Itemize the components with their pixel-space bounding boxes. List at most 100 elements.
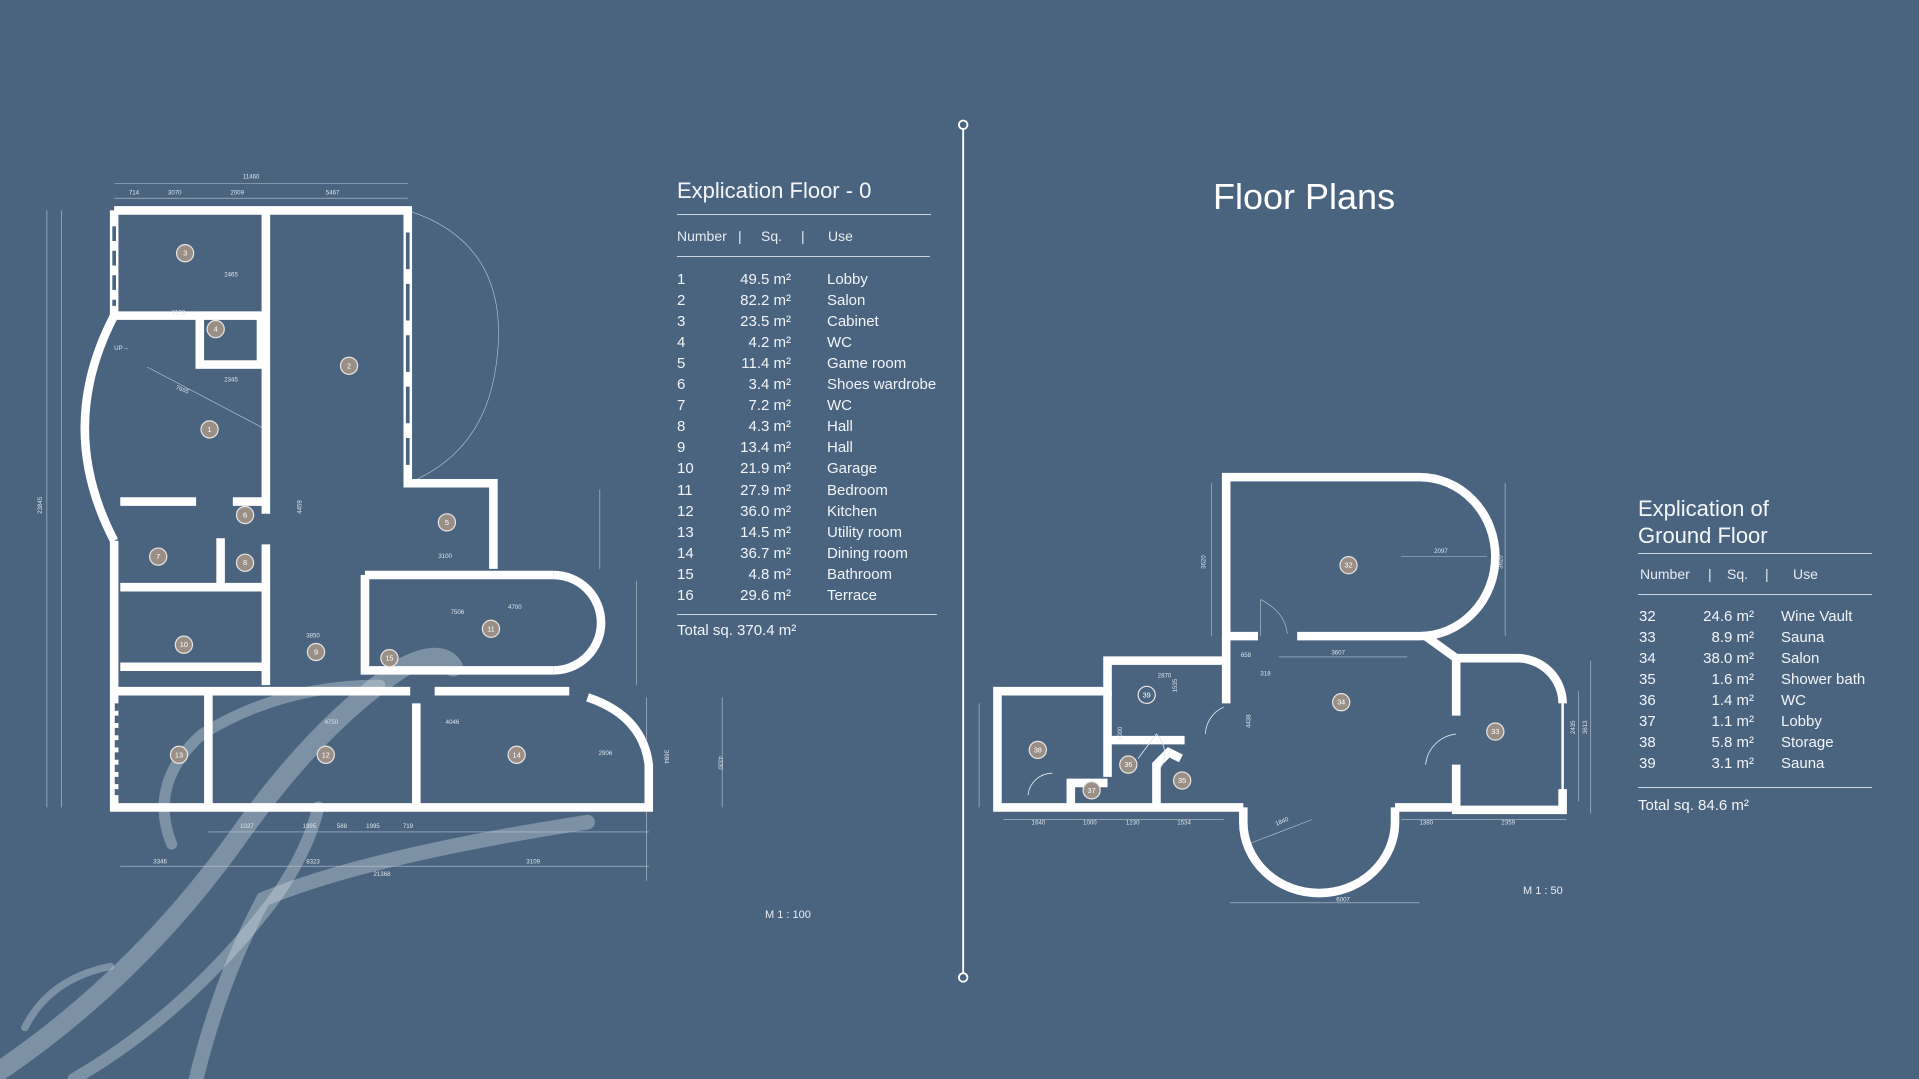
dimension-label: 1534 [1177,820,1191,827]
room-area: 82.2 m² [740,292,791,310]
room-marker: 7 [149,547,168,566]
dimension-label: 3607 [1331,649,1345,656]
room-marker: 4 [206,319,225,339]
room-use: Dining room [827,544,908,562]
room-number: 10 [677,460,694,478]
room-area: 29.6 m² [740,586,791,604]
column-separator: | [738,228,742,244]
room-marker-circle [149,547,168,566]
room-use: Hall [827,418,853,436]
dimension-label: 3613 [1582,720,1589,734]
room-marker-number: 7 [156,552,160,561]
room-number: 16 [677,586,694,604]
room-number: 1 [677,271,686,288]
table-row: 16 29.6 m² Terrace [677,585,937,606]
page-title: Floor Plans [1213,176,1396,217]
dimension-label: 1995 [366,823,380,830]
room-marker: 10 [174,635,194,654]
divider [1638,594,1872,595]
dimension-label: 21368 [374,871,392,878]
dimension-label: 588 [337,823,348,830]
room-marker-number: 5 [445,518,449,527]
room-marker-circle [1172,771,1192,790]
dimension-label: 1027 [240,823,254,830]
dimension-label: 6007 [1336,897,1350,904]
room-area: 3.1 m² [1711,755,1754,773]
room-area: 38.0 m² [1703,650,1754,668]
room-marker: 39 [1137,685,1156,705]
total-area: Total sq. 84.6 m² [1638,797,1749,814]
room-marker: 32 [1339,556,1358,575]
room-marker-number: 37 [1088,786,1096,795]
room-marker-number: 32 [1344,561,1352,570]
dimension-label: 4046 [446,719,460,726]
room-marker: 1 [200,420,219,439]
room-marker-circle [175,244,195,263]
room-marker-number: 10 [180,640,188,649]
column-header-use: Use [828,228,853,244]
dimension-label: 3850 [306,632,320,639]
room-marker-number: 14 [513,750,521,759]
room-marker: 11 [481,619,501,638]
room-use: Lobby [827,271,868,288]
room-use: Cabinet [827,313,879,331]
room-use: Terrace [827,586,878,604]
room-number: 5 [677,355,686,373]
dimension-label: 658 [1241,652,1252,659]
room-area: 8.9 m² [1711,629,1754,647]
room-use: Kitchen [827,502,878,520]
room-marker-number: 39 [1143,690,1151,699]
room-number: 9 [677,439,686,457]
room-marker: 5 [437,513,457,532]
room-number: 38 [1639,734,1656,752]
dimension-label: 7506 [451,609,465,616]
table-title-line-1: Explication of [1638,496,1769,521]
room-marker: 15 [380,648,399,668]
room-use: WC [827,397,852,415]
dimension-label: 2009 [230,190,244,197]
room-marker-number: 35 [1178,776,1186,785]
divider [1638,553,1872,554]
room-area: 23.5 m² [740,313,791,331]
dimension-label: 2345 [224,377,238,384]
room-marker-circle [174,635,194,654]
room-marker: 34 [1332,693,1351,712]
room-area: 24.6 m² [1703,608,1754,625]
room-marker: 37 [1082,781,1101,800]
dimension-label: 4700 [508,604,522,611]
dimension-label: 2359 [1501,820,1515,827]
room-marker-circle [1137,685,1156,705]
divider [1638,787,1872,788]
column-header-number: Number [677,228,727,244]
dimension-label: 3100 [438,553,452,560]
window-marks [112,226,410,796]
room-use: Sauna [1781,755,1825,773]
room-use: Shoes wardrobe [827,376,937,394]
room-use: Shower bath [1781,671,1866,689]
column-header-sq: Sq. [1727,566,1749,582]
dimension-label: 5467 [326,190,340,197]
watermark-logo [0,647,595,1079]
room-area: 5.8 m² [1711,734,1754,752]
room-area: 4.2 m² [748,334,791,352]
room-marker: 33 [1486,722,1505,741]
dimension-label: 2870 [1158,673,1172,680]
room-marker-number: 15 [385,654,393,663]
dimension-label: 4750 [325,719,339,726]
room-area: 21.9 m² [740,460,791,478]
room-area: 27.9 m² [740,481,791,499]
room-number: 2 [677,292,686,310]
room-marker: 38 [1028,740,1047,760]
room-number: 8 [677,418,686,436]
room-marker-circle [1486,722,1505,741]
room-use: Hall [827,439,853,457]
room-marker-circle [1339,556,1358,575]
